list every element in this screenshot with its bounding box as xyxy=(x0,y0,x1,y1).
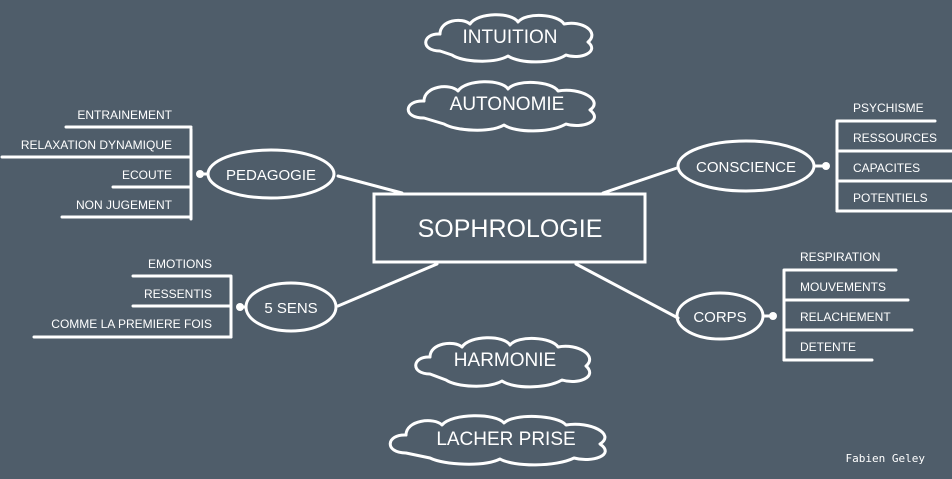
pedagogie-bracket xyxy=(0,125,210,221)
item-respiration: RESPIRATION xyxy=(800,250,880,264)
cloud-intuition-label: INTUITION xyxy=(463,27,558,48)
corps-junction xyxy=(769,312,777,320)
5-sens-bracket xyxy=(32,274,248,339)
pedagogie-junction xyxy=(196,170,204,178)
item-ecoute: ECOUTE xyxy=(122,168,172,182)
corps-bracket xyxy=(761,268,914,362)
conscience-junction xyxy=(822,162,830,170)
connector-5-sens xyxy=(336,262,439,308)
node-5-sens-label: 5 SENS xyxy=(264,300,317,317)
conscience-bracket xyxy=(812,119,952,213)
item-relachement: RELACHEMENT xyxy=(800,310,891,324)
branch-pedagogie[interactable]: PEDAGOGIE ENTRAINEMENT RELAXATION DYNAMI… xyxy=(0,108,336,221)
5-sens-junction xyxy=(236,303,244,311)
connector-corps xyxy=(574,262,680,320)
node-conscience-label: CONSCIENCE xyxy=(696,159,796,176)
item-ressentis: RESSENTIS xyxy=(144,287,212,301)
item-potentiels: POTENTIELS xyxy=(853,191,928,205)
cloud-harmonie-label: HARMONIE xyxy=(454,350,556,371)
node-corps-label: CORPS xyxy=(693,309,746,326)
branch-5-sens[interactable]: 5 SENS EMOTIONS RESSENTIS COMME LA PREMI… xyxy=(32,257,338,339)
item-relaxation-dynamique: RELAXATION DYNAMIQUE xyxy=(21,138,172,152)
item-entrainement: ENTRAINEMENT xyxy=(77,108,172,122)
cloud-intuition-shape xyxy=(424,13,594,64)
item-non-jugement: NON JUGEMENT xyxy=(76,198,173,212)
cloud-autonomie-shape xyxy=(406,80,596,133)
center-node[interactable]: SOPHROLOGIE xyxy=(372,192,647,264)
branch-corps[interactable]: CORPS RESPIRATION MOUVEMENTS RELACHEMENT… xyxy=(675,250,914,362)
item-capacites: CAPACITES xyxy=(853,161,920,175)
author-credit: Fabien Geley xyxy=(846,452,926,465)
cloud-lacher-prise-shape xyxy=(388,414,607,467)
cloud-autonomie-label: AUTONOMIE xyxy=(450,94,565,115)
cloud-lacher-prise-label: LACHER PRISE xyxy=(436,429,575,450)
node-pedagogie-label: PEDAGOGIE xyxy=(226,167,316,184)
item-detente: DETENTE xyxy=(800,340,856,354)
item-ressources: RESSOURCES xyxy=(853,131,937,145)
cloud-harmonie-shape xyxy=(414,336,592,389)
center-label: SOPHROLOGIE xyxy=(418,215,603,243)
branch-conscience[interactable]: CONSCIENCE PSYCHISME RESSOURCES CAPACITE… xyxy=(676,101,952,213)
item-psychisme: PSYCHISME xyxy=(853,101,924,115)
connector-pedagogie xyxy=(336,174,404,195)
connector-conscience xyxy=(601,166,679,195)
center-connectors xyxy=(336,166,680,320)
item-mouvements: MOUVEMENTS xyxy=(800,280,886,294)
item-emotions: EMOTIONS xyxy=(148,257,212,271)
item-comme-la-premiere-fois: COMME LA PREMIERE FOIS xyxy=(51,317,212,331)
center-box xyxy=(372,192,647,264)
